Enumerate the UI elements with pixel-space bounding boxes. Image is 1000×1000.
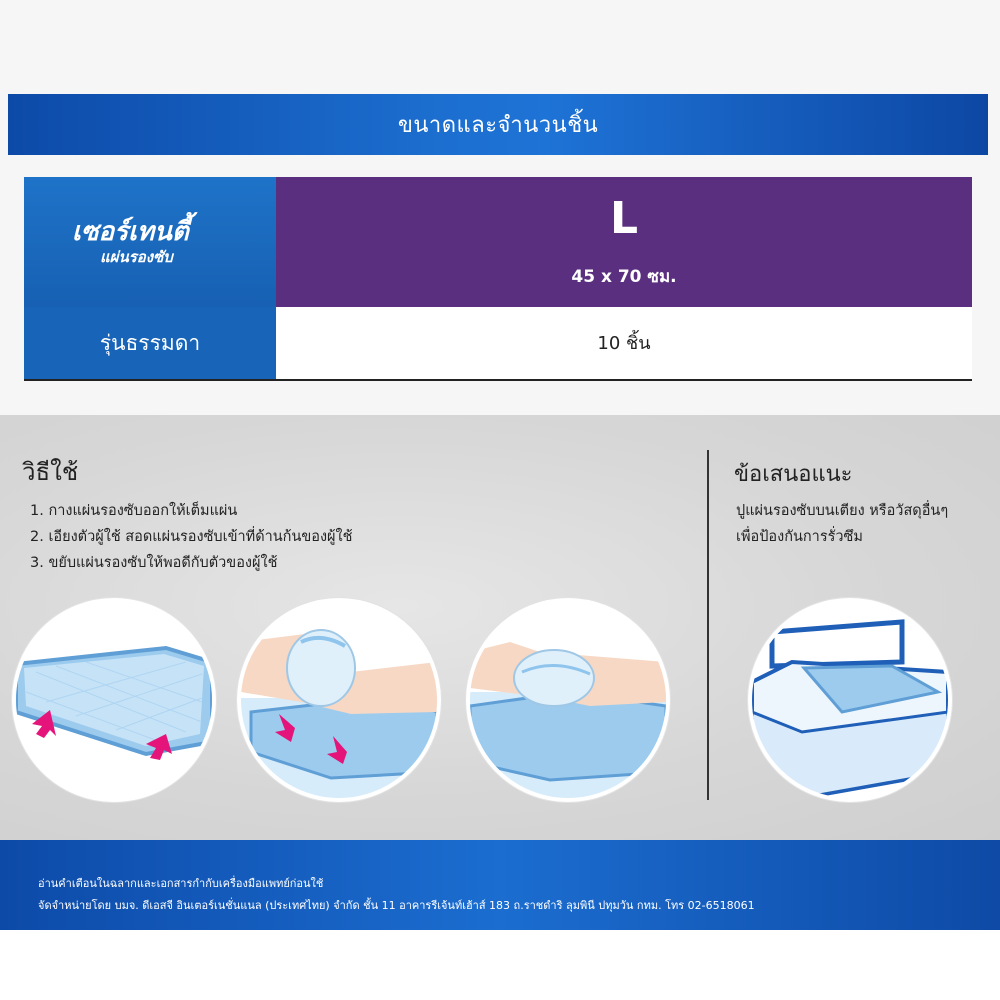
tip-line: ปูแผ่นรองซับบนเตียง หรือวัสดุอื่นๆ: [736, 503, 949, 519]
footer-warning: อ่านคำเตือนในฉลากและเอกสารกำกับเครื่องมื…: [38, 877, 324, 890]
step2-illustration: [237, 598, 441, 802]
section-title-banner: ขนาดและจำนวนชิ้น: [8, 94, 988, 155]
tip-title: ข้อเสนอแนะ: [734, 462, 853, 487]
size-dimensions: 45 x 70 ซม.: [571, 267, 677, 287]
insert-pad-icon: [241, 602, 437, 798]
footer-distributor: จัดจำหน่ายโดย บมจ. ดีเอสจี อินเตอร์เนชั่…: [38, 899, 755, 912]
piece-count: 10 ชิ้น: [597, 332, 651, 354]
howto-title: วิธีใช้: [22, 458, 79, 486]
unfold-pad-icon: [16, 602, 212, 798]
brand-name: เซอร์เทนตี้: [72, 217, 189, 247]
tip-illustration: [748, 598, 952, 802]
howto-step: 2. เอียงตัวผู้ใช้ สอดแผ่นรองซับเข้าที่ด้…: [30, 529, 353, 545]
howto-step: 3. ขยับแผ่นรองซับให้พอดีกับตัวของผู้ใช้: [30, 555, 278, 571]
section-title: ขนาดและจำนวนชิ้น: [397, 113, 599, 138]
brand-logo: เซอร์เทนตี้ แผ่นรองซับ: [24, 177, 276, 307]
step1-illustration: [12, 598, 216, 802]
bed-pad-icon: [752, 602, 948, 798]
howto-step: 1. กางแผ่นรองซับออกให้เต็มแผ่น: [30, 503, 238, 519]
howto-steps: 1. กางแผ่นรองซับออกให้เต็มแผ่น 2. เอียงต…: [30, 498, 352, 576]
size-letter: L: [609, 193, 639, 244]
size-table: เซอร์เทนตี้ แผ่นรองซับ L 45 x 70 ซม. รุ่…: [24, 177, 972, 381]
tip-text: ปูแผ่นรองซับบนเตียง หรือวัสดุอื่นๆ เพื่อ…: [736, 498, 996, 550]
size-cell: L 45 x 70 ซม.: [276, 177, 972, 307]
footer: อ่านคำเตือนในฉลากและเอกสารกำกับเครื่องมื…: [0, 840, 1000, 930]
brand-subtitle: แผ่นรองซับ: [100, 248, 173, 266]
step3-illustration: [466, 598, 670, 802]
vertical-divider: [707, 450, 709, 800]
tip-line: เพื่อป้องกันการรั่วซึม: [736, 529, 863, 545]
adjust-pad-icon: [470, 602, 666, 798]
variant-label: รุ่นธรรมดา: [24, 307, 276, 379]
